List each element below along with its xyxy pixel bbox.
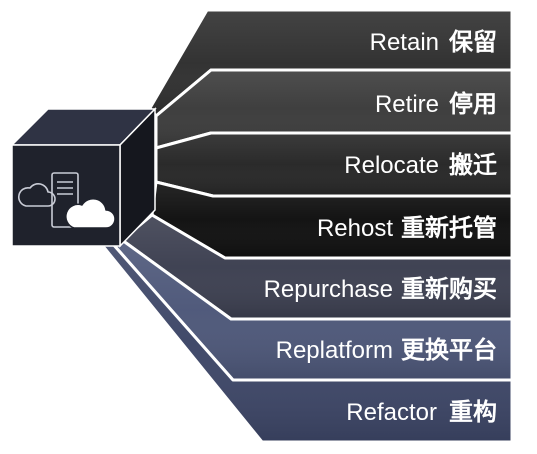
document-icon: [51, 172, 79, 228]
cloud-filled-icon: [65, 198, 116, 229]
cube-front-face: [11, 144, 121, 247]
cube: [10, 107, 157, 248]
cloud-outline-icon: [17, 183, 56, 207]
